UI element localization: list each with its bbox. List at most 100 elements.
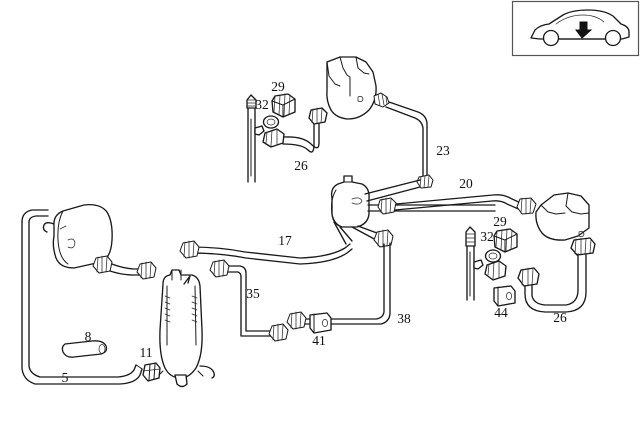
- sleeve-41-bore: [322, 319, 328, 327]
- sealing-ring-left-inner: [266, 118, 276, 126]
- distributor-conn-down-c: [339, 226, 353, 242]
- strut-mount-hole: [357, 95, 364, 103]
- line-20-fitting-threads: [380, 197, 392, 215]
- reservoir-ribs-right: [191, 295, 198, 323]
- distributor-conn-down-d: [333, 221, 347, 245]
- callout-11: 11: [140, 345, 153, 360]
- hose-26-right-inner: [524, 253, 587, 313]
- pump-hose-end-threads: [140, 261, 152, 280]
- car-body-icon: [530, 9, 630, 40]
- line-20-end-fitting: [516, 197, 537, 215]
- pump-body: [52, 203, 113, 269]
- car-window-icon: [555, 14, 605, 25]
- callout-35: 35: [246, 286, 260, 301]
- strut-right-outlet-fitting: [570, 237, 596, 256]
- hose-26-right-end-fitting: [517, 267, 540, 287]
- banjo-bolt-right-threads: [495, 228, 513, 252]
- hose-8-bore: [98, 344, 106, 354]
- callout-labels: 29 32 26 23 20 17 35 38 41 8 5 11 29 32 …: [62, 79, 567, 385]
- distributor-body: [330, 175, 370, 228]
- hose-5-outer: [21, 221, 143, 385]
- clamp-11-body: [142, 362, 161, 382]
- pump-outlet-threads: [96, 255, 108, 274]
- clamp-11-seam: [142, 368, 161, 372]
- bushing-sleeve-44: [493, 285, 516, 307]
- pump-hose-upper: [111, 263, 144, 270]
- callout-32-left: 32: [255, 97, 269, 112]
- hose-26-left-top-threads: [311, 107, 323, 125]
- line-23-end-threads: [419, 175, 430, 189]
- line-38-path-b: [297, 243, 385, 320]
- hose-5-top-bend-inner: [28, 215, 49, 223]
- callout-32-right: 32: [480, 229, 494, 244]
- hose-26-right: [517, 253, 587, 313]
- line-17-path-b: [189, 248, 353, 265]
- line-23-path-a: [388, 101, 428, 177]
- strut-mount-flange-c: [355, 56, 370, 75]
- reservoir-body: [157, 269, 215, 388]
- callout-38: 38: [397, 311, 411, 326]
- distributor-block: [330, 175, 496, 245]
- up-arrow-icon: [575, 21, 593, 39]
- pump-assembly-left: [42, 203, 157, 280]
- hose-26-left-outer: [283, 121, 320, 149]
- pump-hose-end-fitting: [136, 261, 157, 280]
- sealing-ring-right: [484, 249, 502, 263]
- hose-5-inner: [28, 221, 137, 378]
- hose-8-body: [61, 340, 108, 358]
- hose-26-left-end-fitting: [262, 128, 285, 148]
- strut-mount-flange-a: [326, 61, 341, 87]
- return-line-17: [179, 240, 353, 265]
- line-38-path-a: [297, 242, 391, 325]
- stem-right-tip: [465, 226, 476, 247]
- line-20-end-threads: [520, 197, 532, 215]
- stem-left-tip: [246, 94, 257, 109]
- line-35-top-fitting: [209, 259, 230, 278]
- reservoir-side-nipple: [199, 365, 215, 379]
- strut-right-outlet-threads: [574, 237, 592, 256]
- callout-26-left: 26: [294, 158, 308, 173]
- pump-outlet-fitting: [92, 255, 113, 274]
- stem-right-barb: [473, 259, 484, 270]
- reservoir-neck: [171, 269, 182, 281]
- pump-hose-lower: [109, 270, 144, 276]
- vehicle-position-indicator: [511, 0, 640, 57]
- strut-right-flange-a: [540, 204, 566, 215]
- callout-26-right: 26: [553, 310, 567, 325]
- line-38-top-threads: [377, 229, 389, 248]
- connector-sleeve-41: [309, 312, 332, 334]
- hose-26-right-outer: [531, 253, 579, 306]
- callout-8: 8: [85, 329, 92, 344]
- reservoir-drain: [174, 374, 188, 388]
- callout-41: 41: [312, 333, 326, 348]
- line-20-path-b: [394, 200, 524, 212]
- hose-5-tip: [135, 364, 143, 370]
- stem-left-barb: [254, 125, 265, 136]
- line-17-path-a: [189, 243, 351, 259]
- banjo-assembly-left: [246, 93, 328, 183]
- sleeve-44-body: [493, 285, 516, 307]
- pressure-line-20: [377, 194, 537, 215]
- hose-section-8: [61, 340, 108, 358]
- hose-26r-start-fitting: [484, 260, 507, 281]
- line-35-path-b: [227, 271, 278, 337]
- line-35-end-threads: [272, 323, 284, 342]
- distributor-conn-up: [364, 179, 421, 195]
- suction-line-35: [209, 259, 289, 342]
- strut-mount-body: [326, 56, 377, 120]
- pump-notch: [59, 225, 67, 230]
- pump-port-detail: [67, 238, 76, 249]
- banjo-bolt-left-hex: [271, 98, 296, 118]
- car-rear-wheel-icon: [604, 29, 622, 47]
- sealing-ring-right-inner: [488, 252, 498, 260]
- banjo-assembly-right: [465, 226, 518, 301]
- distributor-conn-down-b: [351, 226, 379, 242]
- line-35-end-fitting: [268, 323, 289, 342]
- strut-right-flange-b: [565, 192, 590, 215]
- callout-29-right: 29: [493, 214, 507, 229]
- strut-mount-right: [535, 192, 596, 256]
- reservoir-ribs-left: [164, 295, 171, 323]
- strut-outlet-fitting: [373, 92, 390, 108]
